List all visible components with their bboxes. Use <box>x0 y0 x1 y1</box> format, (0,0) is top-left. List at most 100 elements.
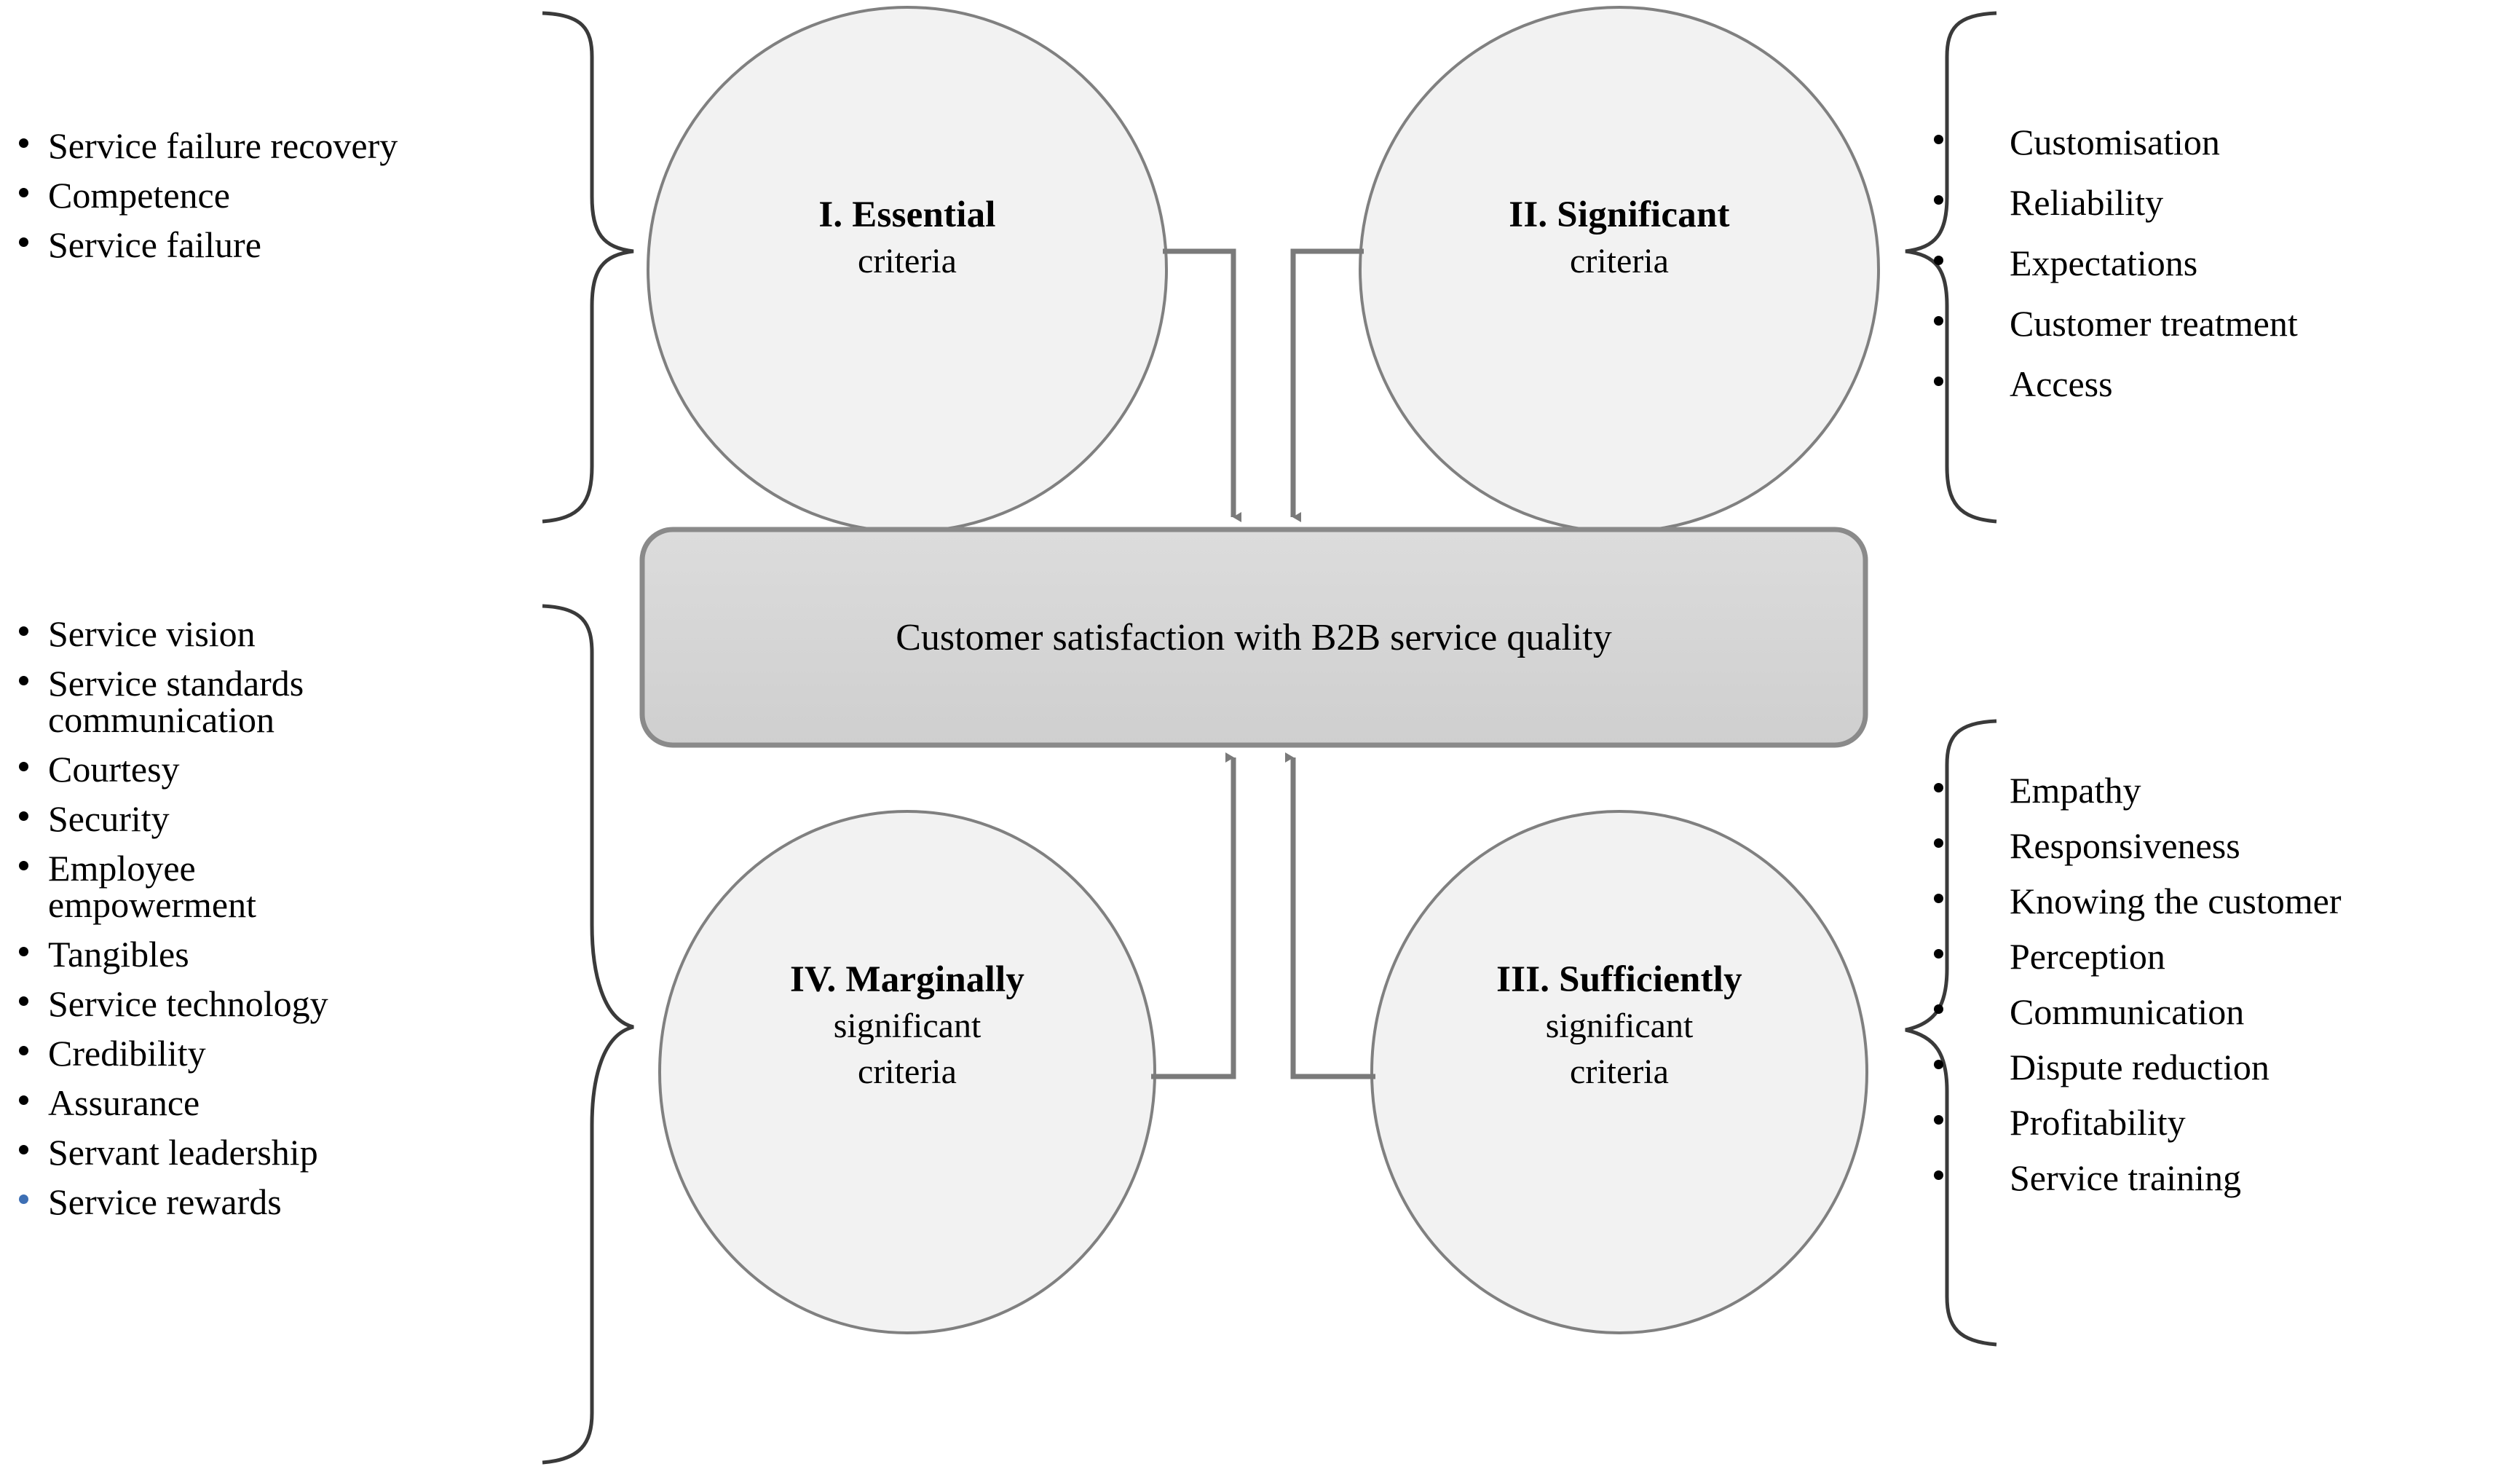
brace-top-left <box>542 11 634 524</box>
criteria-label: Customisation <box>2010 122 2220 162</box>
bullet-icon <box>19 1194 28 1204</box>
criteria-list-item: Service rewards <box>16 1184 599 1220</box>
criteria-label: Courtesy <box>48 749 180 790</box>
criteria-label: Access <box>2010 363 2113 404</box>
criteria-list-item: Knowing the customer <box>1930 883 2519 919</box>
criteria-label: Tangibles <box>48 934 189 975</box>
bullet-icon <box>19 762 28 771</box>
circle-subtitle-significant: criteria <box>1570 242 1669 281</box>
bullet-icon <box>19 626 28 636</box>
criteria-list-item: Employee empowerment <box>16 850 599 923</box>
criteria-label: Service vision <box>48 613 256 654</box>
criteria-list-item: Service vision <box>16 615 599 652</box>
criteria-list-item: Service training <box>1930 1160 2519 1196</box>
circle-label-significant: II. Significant criteria <box>1401 191 1838 285</box>
bullet-icon <box>1934 949 1943 959</box>
criteria-label: Customer treatment <box>2010 303 2298 344</box>
criteria-list-item: Credibility <box>16 1035 599 1071</box>
bullet-icon <box>19 1046 28 1055</box>
bullet-icon <box>1934 894 1943 903</box>
circle-subtitle-marginally: significant criteria <box>833 1007 981 1091</box>
criteria-list-item: Dispute reduction <box>1930 1049 2519 1085</box>
bullet-icon <box>1934 1004 1943 1014</box>
criteria-label: Assurance <box>48 1082 200 1123</box>
circle-subtitle-sufficiently: significant criteria <box>1545 1007 1694 1091</box>
criteria-label: Servant leadership <box>48 1132 318 1173</box>
criteria-list-item: Servant leadership <box>16 1134 599 1170</box>
criteria-label: Dispute reduction <box>2010 1047 2270 1087</box>
criteria-list-item: Perception <box>1930 938 2519 975</box>
criteria-list-item: Responsiveness <box>1930 827 2519 864</box>
circle-title-marginally: IV. Marginally <box>789 959 1025 1000</box>
criteria-list-item: Security <box>16 800 599 837</box>
criteria-label: Employee empowerment <box>48 848 257 925</box>
criteria-list-item: Service technology <box>16 985 599 1022</box>
circle-title-essential: I. Essential <box>818 194 996 235</box>
bullet-icon <box>19 1095 28 1105</box>
criteria-list-item: Courtesy <box>16 751 599 787</box>
criteria-list-item: Service failure recovery <box>16 127 584 164</box>
criteria-label: Service rewards <box>48 1181 282 1222</box>
criteria-list-item: Customer treatment <box>1930 305 2512 342</box>
bullet-icon <box>1934 1060 1943 1069</box>
circle-label-sufficiently-significant: III. Sufficiently significant criteria <box>1401 956 1838 1095</box>
criteria-list-item: Expectations <box>1930 245 2512 281</box>
connector-significant-to-center <box>1290 248 1364 522</box>
center-box[interactable] <box>639 527 1868 748</box>
connector-sufficiently-to-center <box>1285 752 1375 1079</box>
criteria-list-item: Tangibles <box>16 936 599 972</box>
brace-bottom-left <box>542 604 634 1465</box>
criteria-list-item: Communication <box>1930 993 2519 1030</box>
circle-subtitle-essential: criteria <box>858 242 957 281</box>
brace-top-right <box>1905 11 1997 524</box>
bullet-icon <box>1934 195 1943 205</box>
criteria-list-item: Assurance <box>16 1085 599 1121</box>
bullet-icon <box>1934 135 1943 144</box>
criteria-list-item: Competence <box>16 177 584 213</box>
criteria-label: Service failure recovery <box>48 125 398 166</box>
connector-essential-to-center <box>1163 248 1241 522</box>
bullet-icon <box>19 811 28 821</box>
criteria-list-item: Reliability <box>1930 184 2512 221</box>
circle-sufficiently-significant[interactable] <box>1370 810 1868 1334</box>
criteria-list-item: Profitability <box>1930 1104 2519 1141</box>
criteria-label: Credibility <box>48 1033 206 1074</box>
brace-bottom-right <box>1905 719 1997 1347</box>
bullet-icon <box>1934 1170 1943 1180</box>
criteria-label: Reliability <box>2010 182 2164 223</box>
bullet-icon <box>19 676 28 685</box>
center-box-text: Customer satisfaction with B2B service q… <box>896 616 1612 658</box>
criteria-list-item: Customisation <box>1930 124 2512 160</box>
criteria-label: Service standards communication <box>48 663 304 740</box>
bullet-icon <box>19 947 28 956</box>
criteria-list-item: Empathy <box>1930 772 2519 808</box>
criteria-list-item: Service failure <box>16 227 584 263</box>
criteria-label: Communication <box>2010 991 2245 1032</box>
bullet-icon <box>19 996 28 1006</box>
bullet-icon <box>19 188 28 197</box>
criteria-label: Profitability <box>2010 1102 2186 1143</box>
criteria-list-item: Service standards communication <box>16 665 599 738</box>
bullet-icon <box>1934 838 1943 848</box>
bullet-icon <box>1934 1115 1943 1125</box>
circle-title-sufficiently: III. Sufficiently <box>1496 959 1742 1000</box>
circle-title-significant: II. Significant <box>1509 194 1730 235</box>
criteria-list-item: Access <box>1930 366 2512 402</box>
criteria-label: Responsiveness <box>2010 825 2240 866</box>
criteria-label: Expectations <box>2010 243 2198 283</box>
bullet-icon <box>19 1145 28 1154</box>
criteria-label: Competence <box>48 175 230 216</box>
criteria-label: Empathy <box>2010 770 2141 811</box>
bullet-icon <box>1934 377 1943 386</box>
circle-label-marginally-significant: IV. Marginally significant criteria <box>689 956 1126 1095</box>
circle-marginally-significant[interactable] <box>658 810 1156 1334</box>
circle-label-essential: I. Essential criteria <box>689 191 1126 285</box>
criteria-label: Service training <box>2010 1157 2241 1198</box>
bullet-icon <box>1934 316 1943 326</box>
criteria-label: Service technology <box>48 983 328 1024</box>
